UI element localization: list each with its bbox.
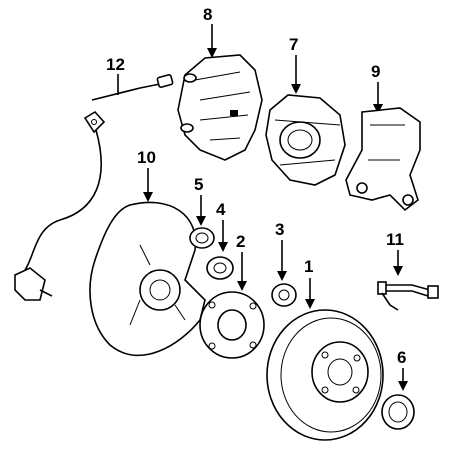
part-11-brake-hose: 11 <box>377 230 439 311</box>
part-9-bracket: 9 <box>345 62 421 212</box>
callout-2: 2 <box>236 232 245 251</box>
callout-9: 9 <box>371 62 380 81</box>
part-8-caliper: 8 <box>177 5 263 161</box>
callout-6: 6 <box>397 348 406 367</box>
callout-11: 11 <box>386 230 404 249</box>
callout-12: 12 <box>106 55 125 74</box>
part-6-dust-cap: 6 <box>381 348 415 430</box>
callout-8: 8 <box>203 5 212 24</box>
part-7-caliper-half: 7 <box>265 35 346 186</box>
part-5-seal: 5 <box>189 175 215 249</box>
callout-5: 5 <box>194 175 203 194</box>
callout-1: 1 <box>304 257 313 276</box>
callout-4: 4 <box>216 200 226 219</box>
part-10-dust-shield: 10 <box>89 148 206 357</box>
callout-10: 10 <box>137 148 156 167</box>
part-3-bearing: 3 <box>271 220 297 307</box>
part-4-bearing: 4 <box>206 200 234 280</box>
part-2-hub: 2 <box>199 232 265 359</box>
part-12-wear-sensor: 12 <box>14 55 174 301</box>
callout-3: 3 <box>275 220 284 239</box>
callout-7: 7 <box>289 35 298 54</box>
part-1-rotor: 1 <box>266 257 384 441</box>
